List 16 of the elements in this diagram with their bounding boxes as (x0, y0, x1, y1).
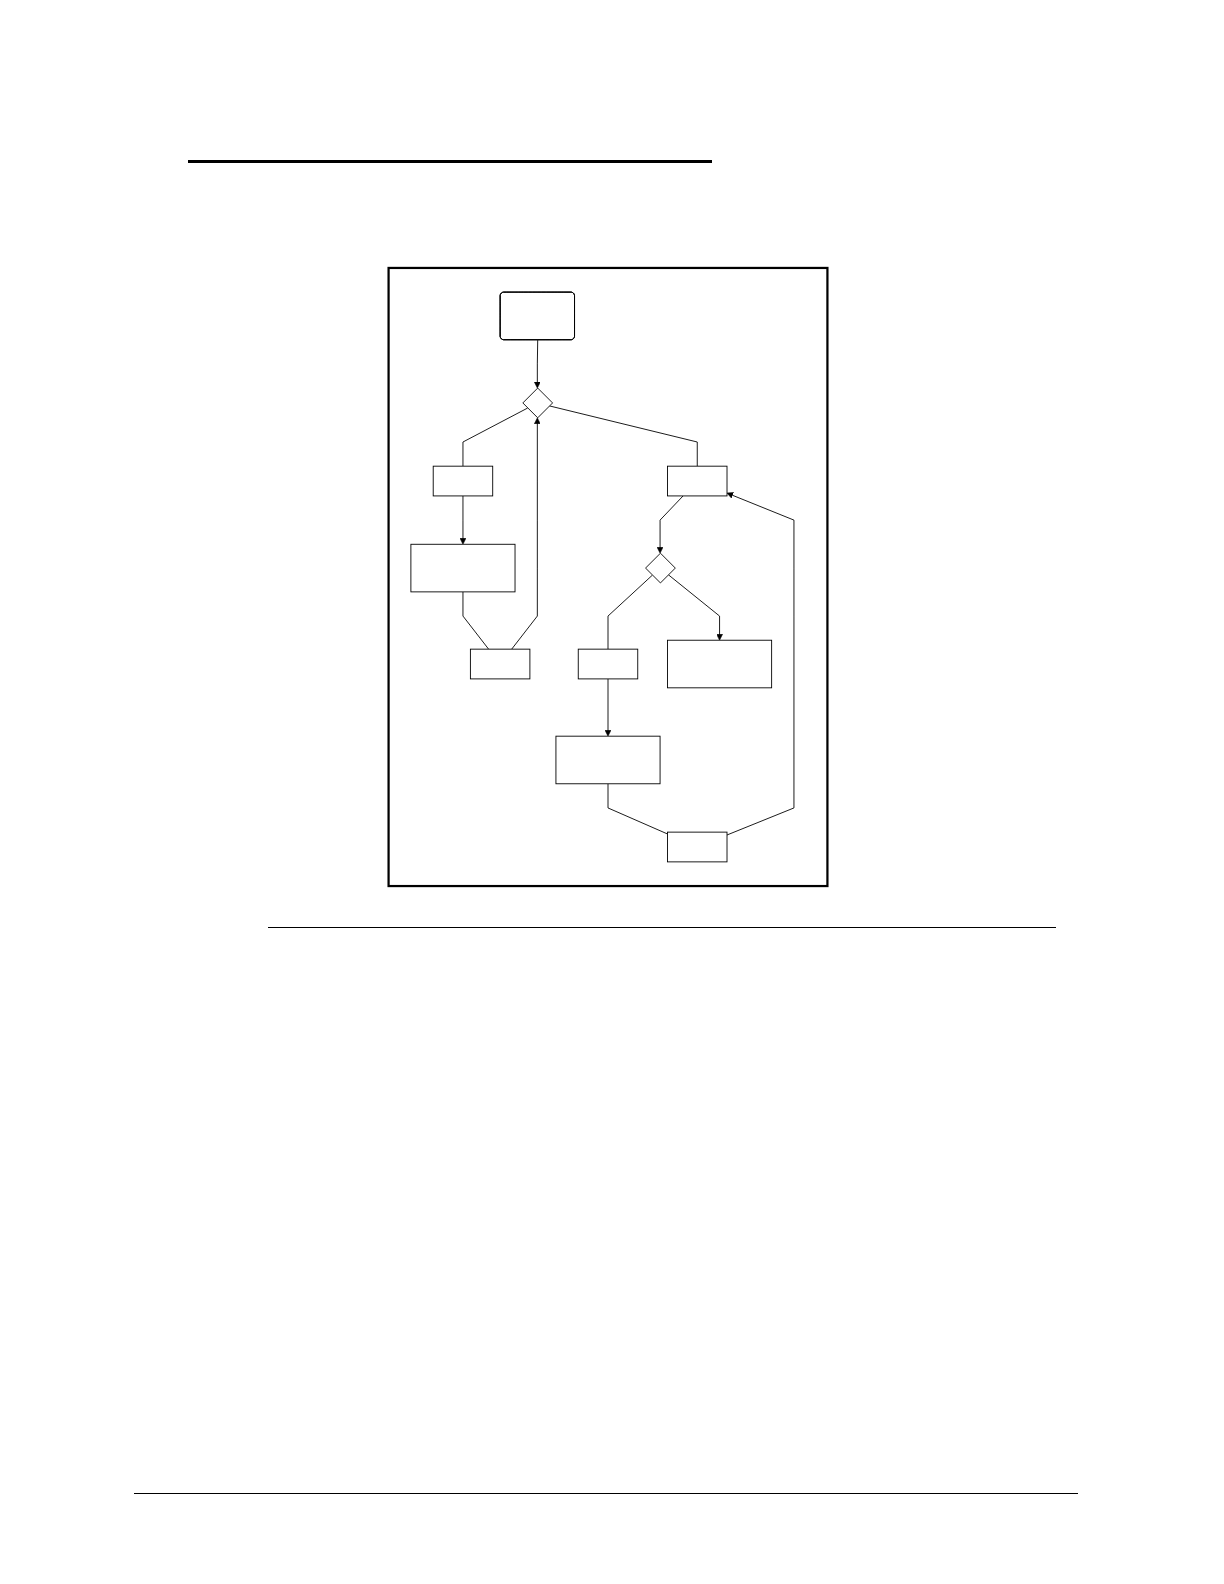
node-box (666, 465, 727, 497)
node-box (555, 735, 660, 785)
connector (548, 405, 698, 467)
node-box (432, 465, 493, 497)
connector (607, 574, 653, 650)
node-box (577, 648, 638, 680)
connector (462, 591, 489, 650)
connector (607, 783, 668, 835)
node-diamond (521, 387, 553, 419)
node-box (666, 831, 727, 863)
node-box (666, 639, 772, 689)
node-box (469, 648, 530, 680)
node-box (409, 543, 515, 593)
connector (462, 407, 528, 467)
cluster (386, 266, 829, 888)
node-diamond (644, 552, 676, 584)
